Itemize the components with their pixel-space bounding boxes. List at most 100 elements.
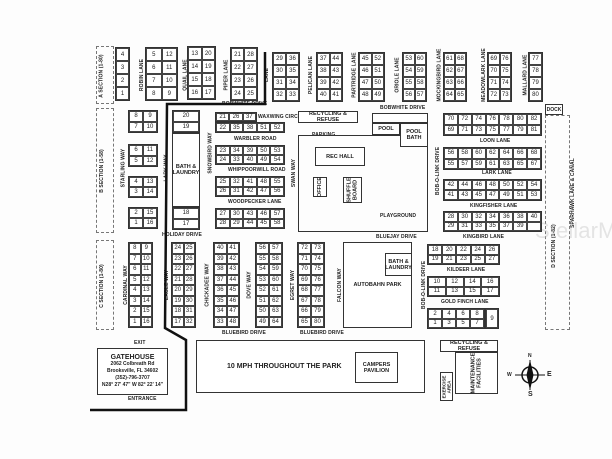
lot: 36: [286, 53, 299, 65]
lot: 49: [256, 155, 271, 164]
bluebird-drive-label-1: BLUEBIRD DRIVE: [222, 330, 266, 336]
lot: 44: [226, 274, 239, 285]
lot: 79: [529, 77, 542, 89]
lot: 60: [414, 53, 426, 65]
lot: 24: [231, 87, 244, 100]
lot: 45: [471, 190, 486, 200]
lot: 67: [527, 158, 541, 169]
lot: 77: [311, 285, 324, 296]
lot: 81: [527, 124, 541, 135]
lot: 29: [229, 218, 244, 228]
lot: 66: [455, 77, 466, 89]
lot: 4: [129, 285, 141, 296]
lot: 39: [214, 253, 227, 264]
lot: 25: [183, 243, 195, 254]
lot: 3: [129, 187, 143, 197]
lot: 57: [270, 209, 284, 219]
gatehouse: GATEHOUSE 2062 Colbreath Rd Brooksville,…: [97, 348, 168, 395]
lot: 72: [488, 89, 500, 101]
waxwing-circle-label: WAXWING CIRCLE: [258, 114, 305, 120]
lot: 45: [359, 53, 372, 65]
lot: 69: [298, 274, 311, 285]
lot: 55: [403, 77, 415, 89]
lot: 11: [428, 286, 446, 296]
watermark: StellarMLS: [535, 218, 612, 243]
lot: 12: [161, 48, 177, 61]
lot: 59: [269, 264, 282, 275]
dock: DOCK: [545, 104, 563, 115]
lot: 50: [499, 180, 514, 190]
lot: 53: [256, 274, 269, 285]
lot: 66: [298, 306, 311, 317]
lot: 70: [298, 264, 311, 275]
speed-notice-text: 10 MPH THROUGHOUT THE PARK: [227, 363, 342, 370]
lot: 65: [298, 316, 311, 327]
gatehouse-city: Brooksville, FL 34602: [106, 368, 159, 374]
lot: 1: [129, 218, 143, 228]
lot: 18: [428, 245, 443, 255]
lot: 48: [359, 89, 372, 101]
lot: 1: [428, 318, 442, 328]
lot: 31: [273, 77, 286, 89]
lot: 36: [214, 285, 227, 296]
lot: 47: [485, 190, 500, 200]
lot: 32: [471, 212, 486, 222]
lot: [527, 221, 541, 231]
entrance-label: ENTRANCE: [128, 396, 157, 402]
lot: 43: [329, 65, 342, 77]
section-b-boundary: [96, 108, 114, 233]
lot: 6: [129, 264, 141, 275]
lot: 14: [140, 295, 152, 306]
lot: 23: [216, 146, 230, 155]
lot: 41: [243, 177, 257, 187]
lot: 53: [403, 53, 415, 65]
lot: 80: [529, 89, 542, 101]
lot: 65: [513, 158, 528, 169]
lot: 25: [470, 254, 485, 264]
woodpecker-lane-label: WOODPECKER LANE: [228, 199, 282, 205]
lot: 21: [216, 113, 230, 121]
lot: 4: [116, 48, 129, 61]
lot: 22: [456, 245, 471, 255]
lot: 60: [269, 274, 282, 285]
lot: 38: [317, 65, 330, 77]
compass-e: E: [547, 371, 552, 378]
lot: 31: [457, 221, 472, 231]
lot: 9: [486, 309, 498, 328]
lot: 45: [226, 285, 239, 296]
lot: 77: [529, 53, 542, 65]
lot: 79: [513, 124, 528, 135]
lot: 17: [173, 218, 199, 229]
lot: 35: [286, 65, 299, 77]
lot: 2: [116, 74, 129, 87]
lot: 79: [311, 306, 324, 317]
recycling-2-label: RECYCLING & REFUSE: [450, 340, 488, 352]
campers-pavilion-label: CAMPERS PAVILION: [362, 361, 391, 374]
lot: 15: [143, 208, 157, 218]
lot: 15: [463, 286, 482, 296]
lot: 35: [485, 221, 500, 231]
lot: 5: [456, 318, 470, 328]
gold-finch-lane-label: GOLD FINCH LANE: [441, 299, 489, 305]
lot: 1: [116, 87, 129, 100]
lot: 26: [244, 74, 257, 87]
lot: 34: [229, 146, 244, 155]
lot: 72: [457, 114, 472, 125]
lot: 15: [140, 306, 152, 317]
lot: 69: [444, 124, 458, 135]
lot: 37: [499, 221, 514, 231]
lot: 16: [481, 277, 499, 287]
recycling-label: RECYCLING & REFUSE: [309, 111, 347, 123]
lot: 10: [161, 74, 177, 87]
lot: 35: [214, 295, 227, 306]
lot: 17: [481, 286, 499, 296]
lot: 13: [445, 286, 464, 296]
lot: 71: [457, 124, 472, 135]
